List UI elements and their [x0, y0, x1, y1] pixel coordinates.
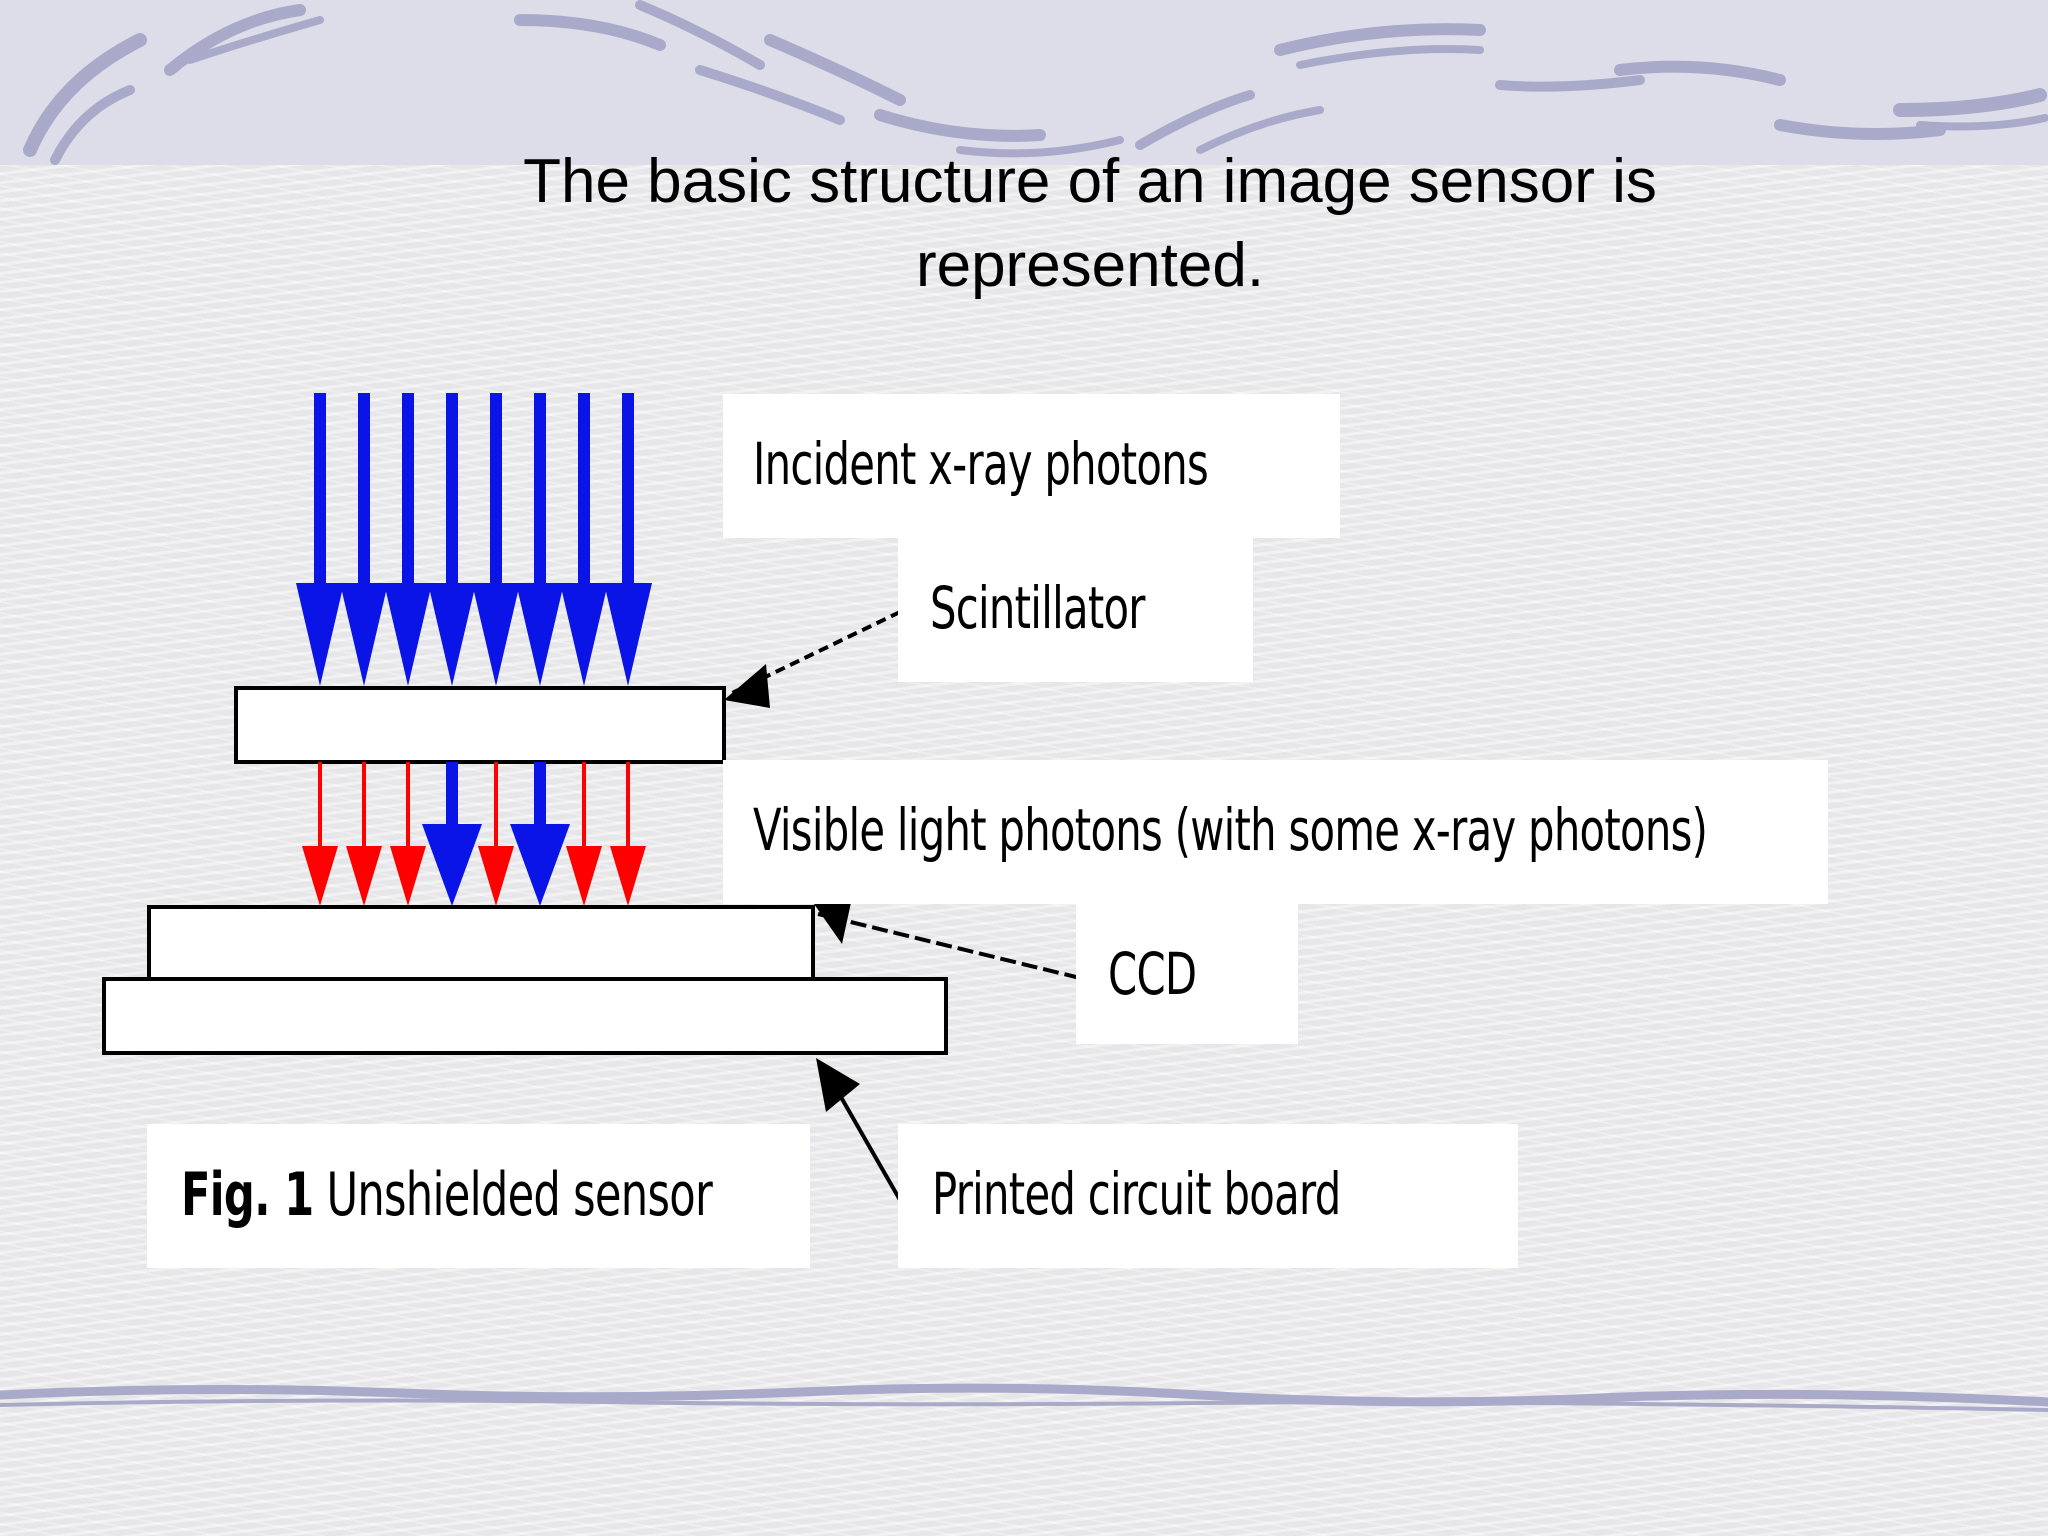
- ccd-pointer-head: [814, 898, 852, 944]
- figure-caption-text: Fig. 1 Unshielded sensor: [181, 1160, 713, 1230]
- label-ccd: CCD: [1076, 904, 1298, 1044]
- label-pcb-text: Printed circuit board: [932, 1160, 1341, 1228]
- figure-caption-body: Unshielded sensor: [313, 1160, 712, 1230]
- visible-light-arrow: [390, 762, 426, 906]
- xray-arrow: [428, 393, 476, 686]
- xray-arrow: [472, 393, 520, 686]
- visible-light-arrow: [610, 762, 646, 906]
- label-scintillator: Scintillator: [898, 538, 1253, 682]
- slide-title: The basic structure of an image sensor i…: [523, 147, 1657, 300]
- ccd-pointer: [817, 912, 1081, 980]
- ccd-layer: [147, 905, 815, 981]
- label-incident-xray: Incident x-ray photons: [723, 394, 1340, 538]
- visible-light-arrows: [302, 762, 646, 906]
- pcb-layer: [102, 977, 948, 1055]
- label-pcb: Printed circuit board: [898, 1124, 1518, 1268]
- visible-light-arrow: [478, 762, 514, 906]
- xray-arrow: [340, 393, 388, 686]
- xray-arrow: [296, 393, 344, 686]
- scintillator-layer: [234, 686, 726, 764]
- visible-light-arrow: [566, 762, 602, 906]
- figure-number: Fig. 1: [181, 1160, 314, 1230]
- pcb-pointer-head: [816, 1058, 860, 1112]
- transmitted-xray-arrow: [510, 762, 570, 906]
- transmitted-xray-arrow: [422, 762, 482, 906]
- xray-arrow: [384, 393, 432, 686]
- label-ccd-text: CCD: [1108, 940, 1197, 1008]
- xray-arrow: [516, 393, 564, 686]
- xray-arrow: [604, 393, 652, 686]
- figure-caption: Fig. 1 Unshielded sensor: [147, 1124, 810, 1268]
- label-visible-light: Visible light photons (with some x-ray p…: [723, 760, 1828, 904]
- visible-light-arrow: [346, 762, 382, 906]
- visible-light-arrow: [302, 762, 338, 906]
- label-incident-xray-text: Incident x-ray photons: [753, 430, 1209, 498]
- label-visible-light-text: Visible light photons (with some x-ray p…: [753, 796, 1708, 864]
- label-scintillator-text: Scintillator: [930, 574, 1145, 642]
- xray-arrow: [560, 393, 608, 686]
- leader-lines: [724, 610, 1081, 1201]
- xray-incident-arrows: [296, 393, 652, 686]
- scintillator-pointer-head: [724, 664, 770, 708]
